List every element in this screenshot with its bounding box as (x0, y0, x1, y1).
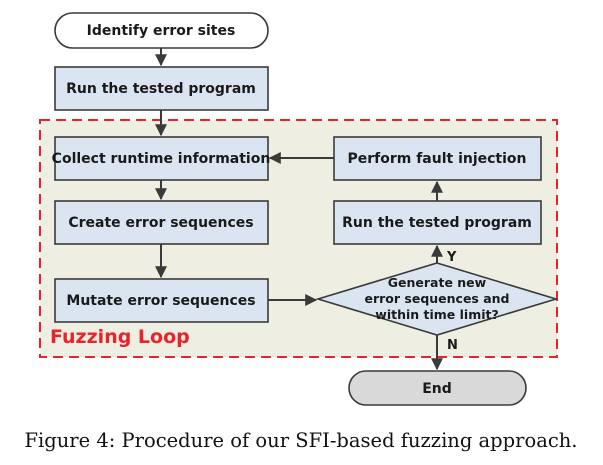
run-program-label: Run the tested program (66, 81, 256, 97)
collect-runtime-label: Collect runtime information (52, 151, 271, 167)
run-program-loop-box (333, 200, 542, 245)
start-label: Identify error sites (87, 23, 236, 39)
decision-line-3: within time limit? (375, 307, 498, 322)
yes-edge-label: Y (446, 250, 457, 265)
figure-caption: Figure 4: Procedure of our SFI-based fuz… (24, 429, 577, 452)
create-sequences-box (54, 200, 269, 245)
end-label: End (422, 381, 452, 397)
run-program-box (54, 66, 269, 111)
collect-runtime-box (54, 136, 269, 181)
run-program-loop-label: Run the tested program (342, 215, 532, 231)
fault-injection-box (333, 136, 542, 181)
create-sequences-label: Create error sequences (68, 215, 253, 231)
fault-injection-label: Perform fault injection (347, 151, 526, 167)
mutate-sequences-label: Mutate error sequences (66, 293, 255, 309)
fuzzing-loop-label: Fuzzing Loop (50, 326, 190, 348)
decision-line-1: Generate new (388, 275, 487, 290)
end-terminator (348, 370, 527, 406)
no-edge-label: N (447, 338, 458, 353)
decision-line-2: error sequences and (364, 291, 509, 306)
